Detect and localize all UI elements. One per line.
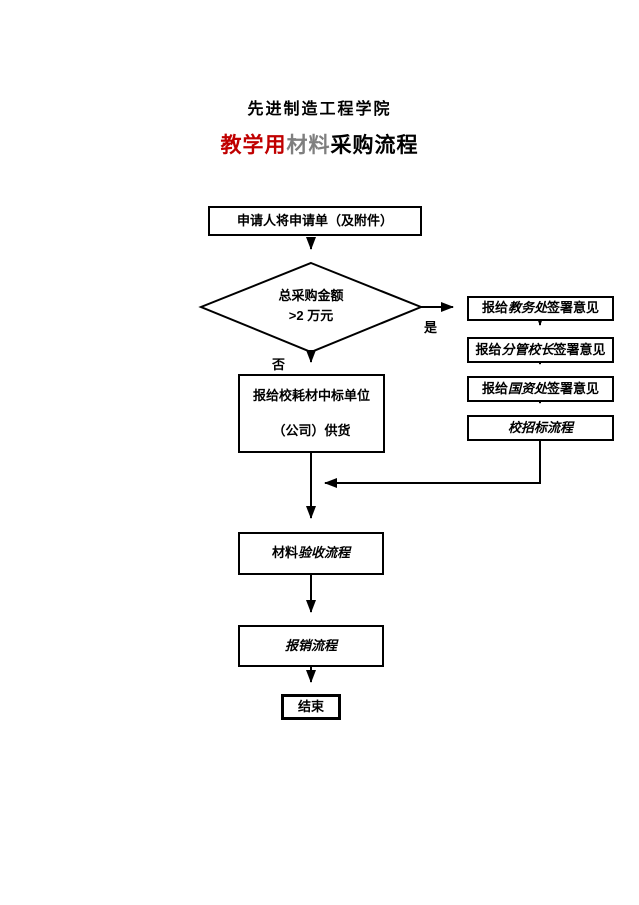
page-title: 先进制造工程学院	[247, 101, 392, 118]
academic-post: 签署意见	[547, 300, 600, 316]
node-reimbursement-label: 报销流程	[284, 637, 337, 653]
state-em: 国资处	[507, 380, 547, 396]
node-winning-unit-line2: （公司）供货	[272, 422, 351, 438]
acceptance-em: 验收流程	[298, 545, 351, 561]
subtitle-segment-red: 教学用	[220, 134, 287, 157]
subtitle-segment-gray: 材料	[286, 134, 331, 157]
vp-post: 签署意见	[553, 341, 606, 357]
node-acceptance-label: 材料验收流程	[272, 545, 350, 561]
vp-pre: 报给	[475, 341, 502, 357]
arrow-bidding-to-spine	[324, 441, 541, 488]
acceptance-pre: 材料	[271, 545, 298, 561]
node-bidding-process-label: 校招标流程	[507, 419, 573, 435]
yes-branch-label: 是	[424, 320, 438, 335]
node-apply: 申请人将申请单（及附件）	[208, 206, 422, 236]
node-apply-label: 申请人将申请单（及附件）	[236, 212, 393, 228]
node-bidding-process: 校招标流程	[467, 415, 614, 441]
node-state-assets-label: 报给国资处签署意见	[482, 381, 599, 397]
state-post: 签署意见	[547, 380, 600, 396]
state-pre: 报给	[481, 380, 508, 396]
node-end: 结束	[281, 694, 341, 720]
vp-em: 分管校长	[501, 341, 554, 357]
decision-line1: 总采购金额	[278, 288, 344, 303]
page-subtitle: 教学用材料采购流程	[0, 129, 639, 159]
node-winning-unit: 报给校耗材中标单位 （公司）供货	[238, 374, 385, 453]
decision-line2: >2 万元	[288, 308, 334, 323]
node-state-assets: 报给国资处签署意见	[467, 376, 614, 402]
node-reimbursement: 报销流程	[238, 625, 384, 667]
academic-pre: 报给	[481, 300, 508, 316]
subtitle-segment-black: 采购流程	[330, 134, 419, 157]
node-vice-president-label: 报给分管校长签署意见	[475, 342, 605, 358]
decision-node-text: 总采购金额 >2 万元	[200, 286, 422, 326]
node-academic-affairs: 报给教务处签署意见	[467, 296, 614, 321]
node-winning-unit-line1: 报给校耗材中标单位	[252, 388, 370, 404]
no-branch-label: 否	[272, 357, 286, 372]
node-acceptance: 材料验收流程	[238, 532, 384, 575]
node-vice-president: 报给分管校长签署意见	[467, 337, 614, 363]
academic-em: 教务处	[507, 300, 547, 316]
node-end-label: 结束	[297, 698, 324, 714]
node-academic-affairs-label: 报给教务处签署意见	[482, 300, 599, 316]
